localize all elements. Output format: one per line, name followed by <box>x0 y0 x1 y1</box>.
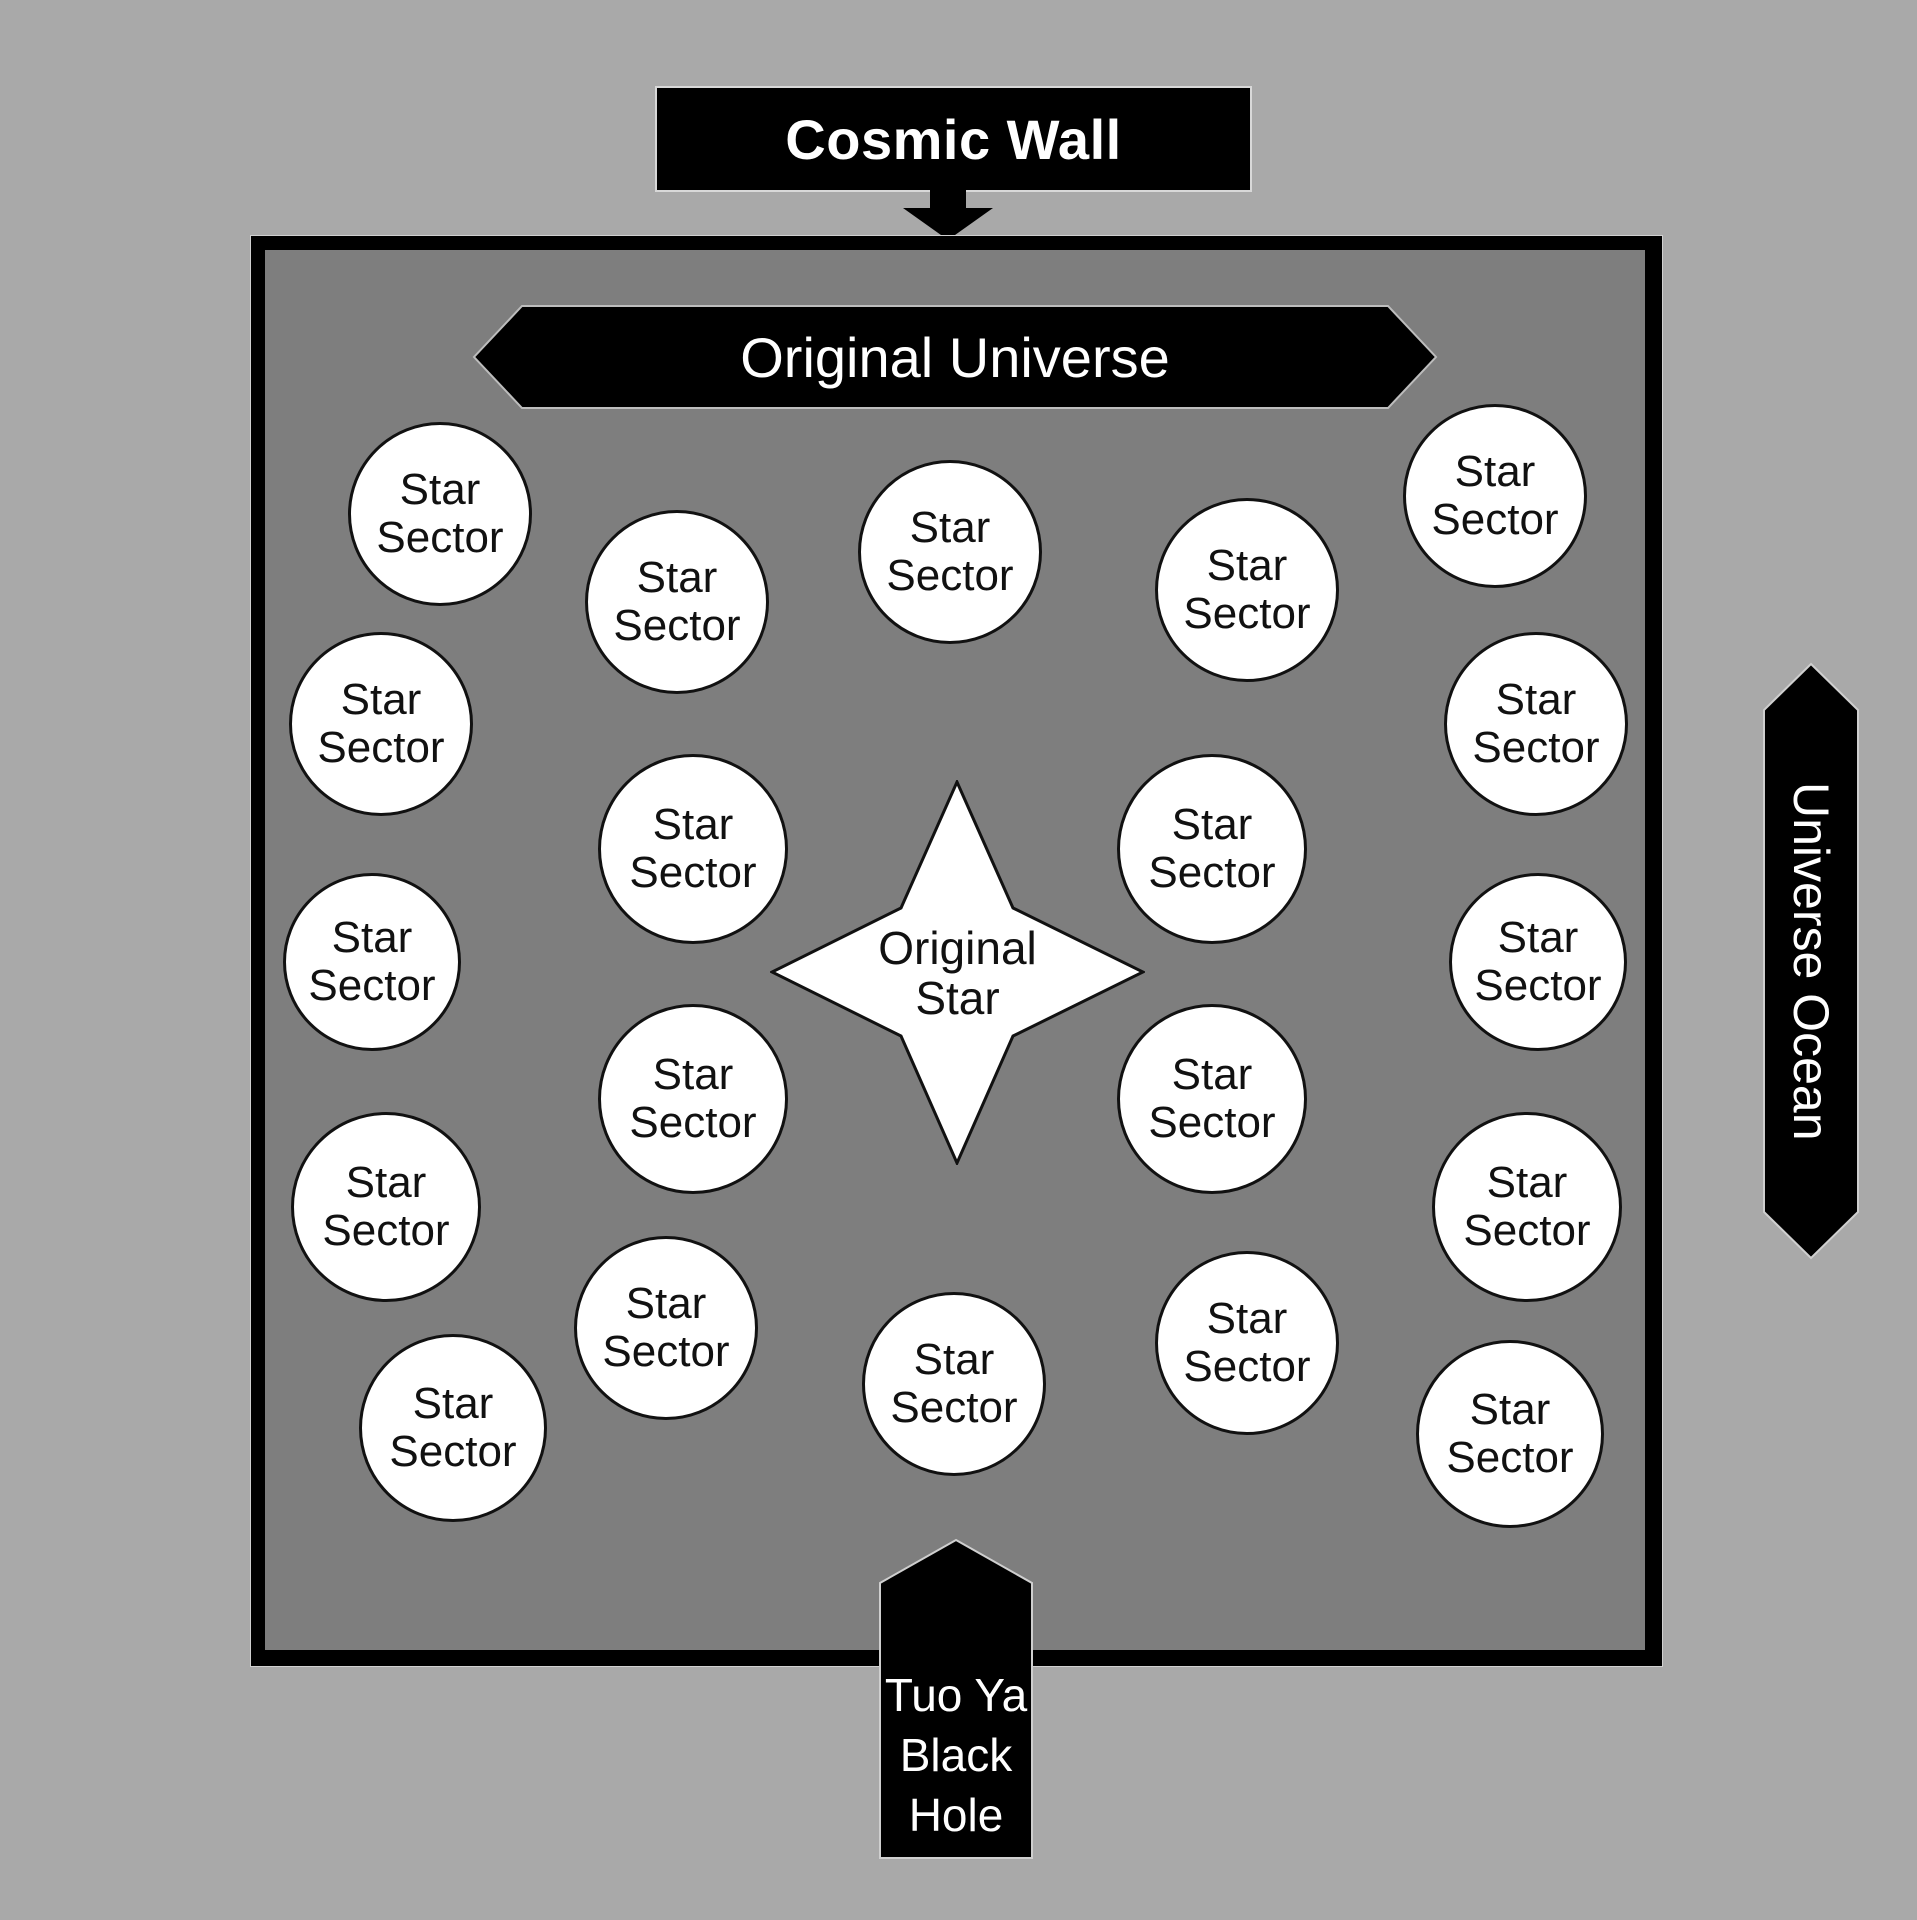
star-sector-line1: Star <box>1454 447 1536 496</box>
star-sector-line2: Sector <box>376 513 504 562</box>
star-sector-line2: Sector <box>1148 1098 1276 1147</box>
star-sector-line2: Sector <box>613 601 741 650</box>
star-sector: Star Sector <box>1444 632 1628 816</box>
star-sector-line1: Star <box>1469 1385 1551 1434</box>
original-star-line1: Original <box>878 921 1037 974</box>
star-sector: Star Sector <box>858 460 1042 644</box>
star-sector-line2: Sector <box>890 1383 1018 1432</box>
star-sector-line1: Star <box>1171 1050 1253 1099</box>
star-sector-line2: Sector <box>629 1098 757 1147</box>
star-sector: Star Sector <box>291 1112 481 1302</box>
star-sector-line1: Star <box>1171 800 1253 849</box>
cosmic-wall-label: Cosmic Wall <box>655 86 1252 192</box>
star-sector-line1: Star <box>1206 1294 1288 1343</box>
star-sector-line2: Sector <box>1472 723 1600 772</box>
star-sector-line2: Sector <box>1474 961 1602 1010</box>
star-sector-line2: Sector <box>317 723 445 772</box>
original-star-label: Original Star <box>770 780 1145 1165</box>
star-sector: Star Sector <box>283 873 461 1051</box>
arrow-down-icon <box>903 190 993 240</box>
star-sector: Star Sector <box>289 632 473 816</box>
star-sector: Star Sector <box>862 1292 1046 1476</box>
star-sector-line2: Sector <box>308 961 436 1010</box>
star-sector: Star Sector <box>1155 498 1339 682</box>
star-sector-line2: Sector <box>1183 1342 1311 1391</box>
star-sector-line1: Star <box>345 1158 427 1207</box>
black-hole-line3: Hole <box>908 1789 1004 1841</box>
star-sector-line2: Sector <box>1446 1433 1574 1482</box>
star-sector: Star Sector <box>1117 754 1307 944</box>
star-sector: Star Sector <box>598 1004 788 1194</box>
black-hole-line1: Tuo Ya <box>884 1669 1028 1721</box>
star-sector-line1: Star <box>1495 675 1577 724</box>
star-sector: Star Sector <box>1416 1340 1604 1528</box>
original-universe-banner-shape <box>472 305 1438 409</box>
four-point-star-icon <box>770 780 1145 1165</box>
original-universe-label: Original Universe <box>740 325 1170 389</box>
star-sector-line1: Star <box>625 1279 707 1328</box>
star-sector-line2: Sector <box>1431 495 1559 544</box>
star-sector-line2: Sector <box>1463 1206 1591 1255</box>
star-sector-line2: Sector <box>629 848 757 897</box>
star-sector-line2: Sector <box>886 551 1014 600</box>
star-sector: Star Sector <box>1432 1112 1622 1302</box>
star-sector-line1: Star <box>1206 541 1288 590</box>
black-hole-line2: Black <box>899 1729 1013 1781</box>
universe-ocean-label: Universe Ocean <box>1783 781 1839 1141</box>
star-sector-line1: Star <box>652 1050 734 1099</box>
star-sector: Star Sector <box>598 754 788 944</box>
star-sector-line1: Star <box>412 1379 494 1428</box>
star-sector: Star Sector <box>348 422 532 606</box>
original-star-line2: Star <box>915 971 1000 1024</box>
star-sector: Star Sector <box>1155 1251 1339 1435</box>
star-sector: Star Sector <box>1449 873 1627 1051</box>
star-sector-line1: Star <box>652 800 734 849</box>
star-sector-line1: Star <box>1486 1158 1568 1207</box>
star-sector-line2: Sector <box>602 1327 730 1376</box>
star-sector-line2: Sector <box>322 1206 450 1255</box>
star-sector: Star Sector <box>1117 1004 1307 1194</box>
star-sector-line2: Sector <box>1183 589 1311 638</box>
universe-ocean-banner-shape <box>1763 662 1859 1260</box>
star-sector-line2: Sector <box>389 1427 517 1476</box>
cosmic-wall-text: Cosmic Wall <box>785 107 1122 171</box>
star-sector: Star Sector <box>585 510 769 694</box>
star-sector-line1: Star <box>399 465 481 514</box>
black-hole-marker-shape <box>879 1538 1033 1859</box>
star-sector: Star Sector <box>1403 404 1587 588</box>
star-sector-line2: Sector <box>1148 848 1276 897</box>
star-sector-line1: Star <box>909 503 991 552</box>
star-sector-line1: Star <box>1497 913 1579 962</box>
star-sector-line1: Star <box>913 1335 995 1384</box>
star-sector-line1: Star <box>340 675 422 724</box>
star-sector: Star Sector <box>574 1236 758 1420</box>
star-sector: Star Sector <box>359 1334 547 1522</box>
black-hole-label: Tuo Ya Black Hole <box>878 1650 1034 1860</box>
star-sector-line1: Star <box>636 553 718 602</box>
star-sector-line1: Star <box>331 913 413 962</box>
